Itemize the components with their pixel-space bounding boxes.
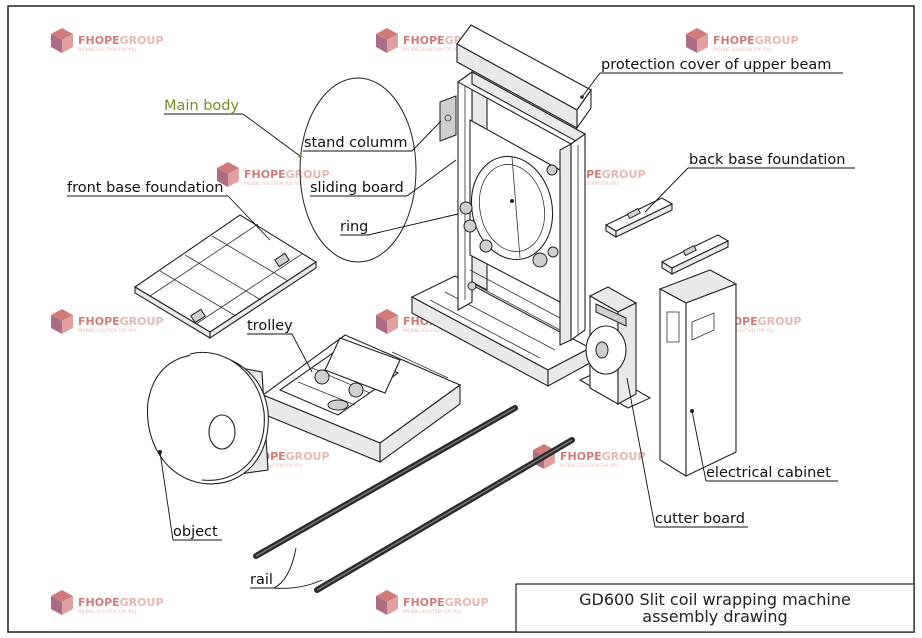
- svg-text:FHOPEGROUP: FHOPEGROUP: [78, 596, 164, 609]
- front-base-foundation-part: [133, 214, 318, 340]
- watermark-brand-suffix: GROUP: [120, 596, 164, 609]
- watermark-brand-suffix: GROUP: [120, 315, 164, 328]
- main-body-callout-ellipse: [299, 77, 417, 263]
- main-body-part: [410, 70, 592, 387]
- protection-cover-part: [456, 24, 592, 130]
- watermark-tagline: PACKING SOLUTION FOR YOU: [560, 463, 618, 468]
- label-rail: rail: [250, 572, 273, 588]
- watermark-tagline: PACKING SOLUTION FOR YOU: [713, 47, 771, 52]
- watermark-brand-suffix: GROUP: [120, 34, 164, 47]
- watermark-6: FHOPEGROUP PACKING SOLUTION FOR YOU: [51, 309, 164, 334]
- cutter-board-part: [578, 286, 652, 409]
- watermark-11: FHOPEGROUP PACKING SOLUTION FOR YOU: [51, 590, 164, 615]
- watermark-tagline: PACKING SOLUTION FOR YOU: [78, 47, 136, 52]
- watermark-logo-icon: [376, 309, 398, 334]
- label-stand-column: stand columm: [304, 135, 407, 151]
- watermark-tagline: PACKING SOLUTION FOR YOU: [78, 328, 136, 333]
- watermark-brand-prefix: FHOPE: [244, 168, 286, 181]
- label-protection-cover: protection cover of upper beam: [601, 57, 831, 73]
- svg-text:FHOPEGROUP: FHOPEGROUP: [403, 596, 489, 609]
- label-main-body: Main body: [164, 98, 240, 114]
- watermark-brand-prefix: FHOPE: [713, 34, 755, 47]
- title-line-1: GD600 Slit coil wrapping machine: [579, 590, 851, 609]
- label-electrical-cabinet: electrical cabinet: [706, 465, 831, 481]
- electrical-cabinet-part: [658, 269, 738, 477]
- watermark-brand-suffix: GROUP: [286, 450, 330, 463]
- trolley-part: [261, 334, 462, 464]
- label-back-base-foundation: back base foundation: [689, 152, 845, 168]
- label-front-base-foundation: front base foundation: [67, 180, 224, 196]
- svg-text:FHOPEGROUP: FHOPEGROUP: [713, 34, 799, 47]
- watermark-1: FHOPEGROUP PACKING SOLUTION FOR YOU: [51, 28, 164, 53]
- watermark-logo-icon: [376, 28, 398, 53]
- watermark-tagline: PACKING SOLUTION FOR YOU: [403, 328, 461, 333]
- watermark-brand-prefix: FHOPE: [78, 596, 120, 609]
- label-object: object: [173, 524, 218, 540]
- leader-lines: [67, 72, 855, 589]
- watermark-tagline: PACKING SOLUTION FOR YOU: [560, 181, 618, 186]
- watermark-brand-prefix: FHOPE: [403, 596, 445, 609]
- watermark-brand-suffix: GROUP: [286, 168, 330, 181]
- watermark-4: FHOPEGROUP PACKING SOLUTION FOR YOU: [217, 162, 330, 187]
- title-line-2: assembly drawing: [642, 607, 787, 626]
- watermark-tagline: PACKING SOLUTION FOR YOU: [244, 463, 302, 468]
- label-trolley: trolley: [247, 318, 293, 334]
- svg-text:FHOPEGROUP: FHOPEGROUP: [560, 450, 646, 463]
- watermark-brand-prefix: FHOPE: [403, 34, 445, 47]
- watermark-tagline: PACKING SOLUTION FOR YOU: [403, 47, 461, 52]
- back-base-foundation-part: [604, 197, 730, 275]
- svg-text:FHOPEGROUP: FHOPEGROUP: [78, 34, 164, 47]
- watermark-tagline: PACKING SOLUTION FOR YOU: [716, 328, 774, 333]
- watermark-10: FHOPEGROUP PACKING SOLUTION FOR YOU: [533, 444, 646, 469]
- label-cutter-board: cutter board: [655, 511, 745, 527]
- svg-text:FHOPEGROUP: FHOPEGROUP: [244, 168, 330, 181]
- watermark-logo-icon: [51, 309, 73, 334]
- watermark-brand-prefix: FHOPE: [560, 450, 602, 463]
- svg-text:FHOPEGROUP: FHOPEGROUP: [78, 315, 164, 328]
- watermark-brand-suffix: GROUP: [758, 315, 802, 328]
- watermark-brand-prefix: FHOPE: [78, 34, 120, 47]
- watermark-logo-icon: [51, 28, 73, 53]
- watermark-brand-prefix: FHOPE: [78, 315, 120, 328]
- watermark-3: FHOPEGROUP PACKING SOLUTION FOR YOU: [686, 28, 799, 53]
- label-sliding-board: sliding board: [310, 180, 404, 196]
- object-coil-part: [146, 352, 269, 485]
- watermark-12: FHOPEGROUP PACKING SOLUTION FOR YOU: [376, 590, 489, 615]
- watermark-tagline: PACKING SOLUTION FOR YOU: [403, 609, 461, 614]
- watermark-tagline: PACKING SOLUTION FOR YOU: [78, 609, 136, 614]
- drawing-border: [7, 5, 915, 633]
- watermark-tagline: PACKING SOLUTION FOR YOU: [244, 181, 302, 186]
- watermark-logo-icon: [686, 28, 708, 53]
- watermark-brand-suffix: GROUP: [755, 34, 799, 47]
- watermark-logo-icon: [51, 590, 73, 615]
- rail-part: [253, 405, 575, 593]
- watermark-brand-suffix: GROUP: [445, 596, 489, 609]
- title-block: GD600 Slit coil wrapping machine assembl…: [515, 583, 915, 633]
- watermark-logo-icon: [376, 590, 398, 615]
- watermark-brand-suffix: GROUP: [602, 450, 646, 463]
- label-ring: ring: [340, 219, 368, 235]
- watermark-brand-suffix: GROUP: [602, 168, 646, 181]
